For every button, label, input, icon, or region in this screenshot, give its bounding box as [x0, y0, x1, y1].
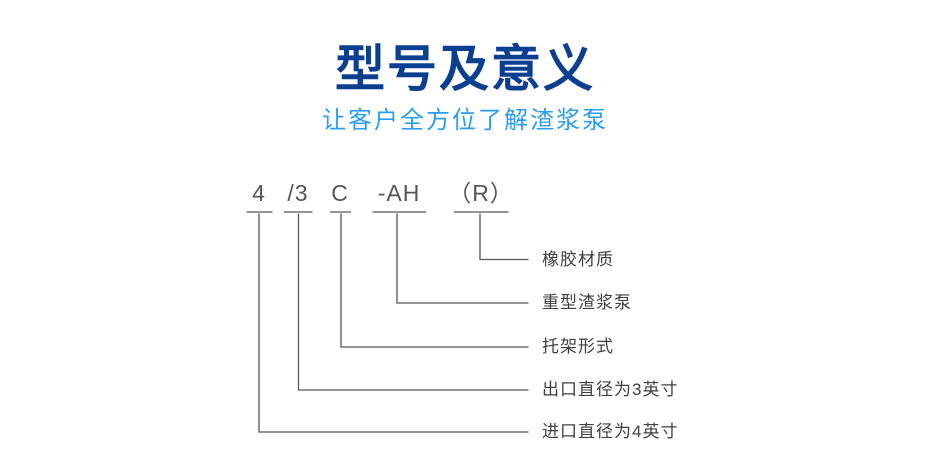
- label-inlet-diameter: 进口直径为4英寸: [542, 422, 679, 441]
- page-title: 型号及意义: [335, 41, 595, 97]
- model-code-part-material: （R）: [448, 180, 514, 206]
- label-pump-type: 重型渣浆泵: [542, 293, 632, 312]
- connector-outlet: [297, 213, 529, 391]
- page-subtitle: 让客户全方位了解渣浆泵: [322, 107, 608, 134]
- connector-pumptype: [396, 213, 529, 304]
- label-bracket-type: 托架形式: [542, 337, 614, 356]
- model-code-part-outlet: /3: [287, 180, 309, 206]
- model-code-part-pumptype: -AH: [377, 180, 421, 206]
- model-code-part-bracket: C: [331, 180, 349, 206]
- connector-inlet: [258, 213, 529, 433]
- connector-material: [479, 213, 529, 261]
- label-material: 橡胶材质: [542, 249, 614, 269]
- label-outlet-diameter: 出口直径为3英寸: [542, 380, 679, 399]
- connector-bracket: [340, 213, 529, 348]
- model-code-part-inlet: 4: [252, 180, 266, 206]
